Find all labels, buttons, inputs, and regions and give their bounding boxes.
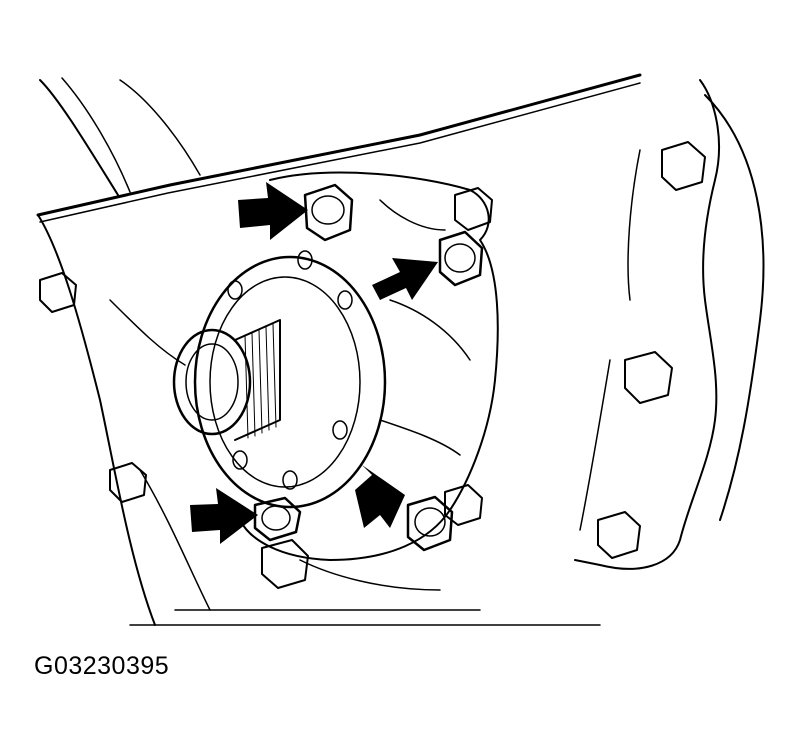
hub-flange [193,250,387,509]
wheel-outline [39,77,201,196]
lower-left-mounting-nut [253,496,302,542]
callout-arrows [190,182,438,544]
arrow-right-icon [238,182,308,240]
lower-right-mounting-nut [406,495,454,552]
figure-code: G03230395 [34,652,170,680]
housing-plate [36,73,642,626]
bracket-bolt [597,141,706,559]
axle-stub [172,319,281,441]
upper-left-mounting-nut [303,183,354,242]
fasteners [39,141,706,589]
bearing-housing [239,171,499,591]
right-bracket [574,79,765,570]
housing-bolt [39,187,493,589]
upper-right-mounting-nut [438,230,484,287]
arrow-right-icon [190,488,258,544]
arrow-right-icon [355,465,405,528]
arrow-right-icon [372,258,438,300]
hub-assembly-illustration [36,73,765,626]
